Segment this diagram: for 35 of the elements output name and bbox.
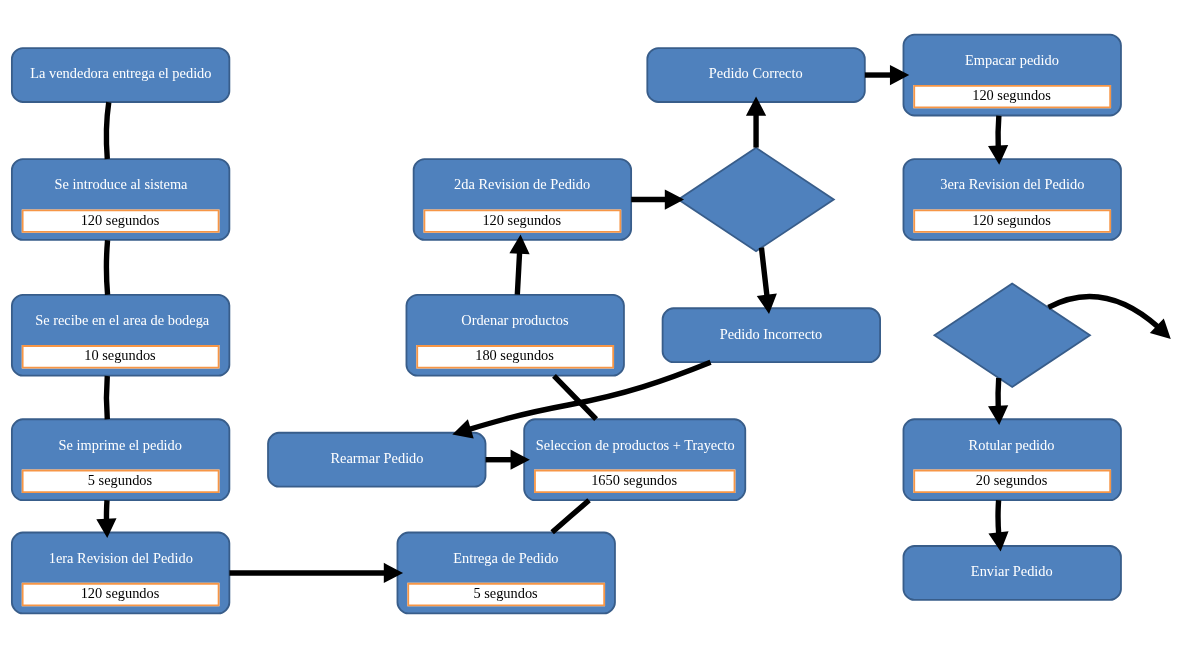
node-box: 3era Revision del Pedido 120 segundos [902,158,1122,241]
node-box: 2da Revision de Pedido 120 segundos [412,158,633,241]
connector [550,498,591,535]
node-box: Rotular pedido 20 segundos [902,418,1122,502]
connector [103,375,110,420]
arrow [509,234,530,295]
node-box: Entrega de Pedido 5 segundos [396,531,616,615]
arrow [485,449,530,470]
node-box: La vendedora entrega el pedido [11,47,231,103]
arrow [988,115,1009,165]
node-box: Empacar pedido 120 segundos [902,33,1122,117]
node-box: Pedido Correcto [646,47,866,103]
arrow [631,189,685,210]
node-box: 1era Revision del Pedido 120 segundos [11,531,231,615]
arrow [745,96,767,148]
node-box: Se recibe en el area de bodega 10 segundos [11,293,231,377]
node-box: Rearmar Pedido [267,431,487,488]
connector [103,101,112,160]
connector [103,240,111,295]
node-box: Pedido Incorrecto [661,307,881,364]
arrow [864,64,910,86]
connector [552,374,599,422]
node-box: Ordenar productos 180 segundos [405,293,625,377]
arrow [229,562,404,584]
arrow [988,377,1009,425]
node-diamond [932,282,1092,388]
node-box: Se introduce al sistema 120 segundos [11,158,231,241]
arrow [988,500,1009,552]
arrow [756,247,777,314]
arrow [1047,293,1171,339]
arrow [96,500,117,538]
node-box: Se imprime el pedido 5 segundos [11,418,231,502]
node-box: Seleccion de productos + Trayecto 1650 segundos [523,418,747,502]
arrow [452,359,712,439]
node-box: Enviar Pedido [902,545,1122,601]
